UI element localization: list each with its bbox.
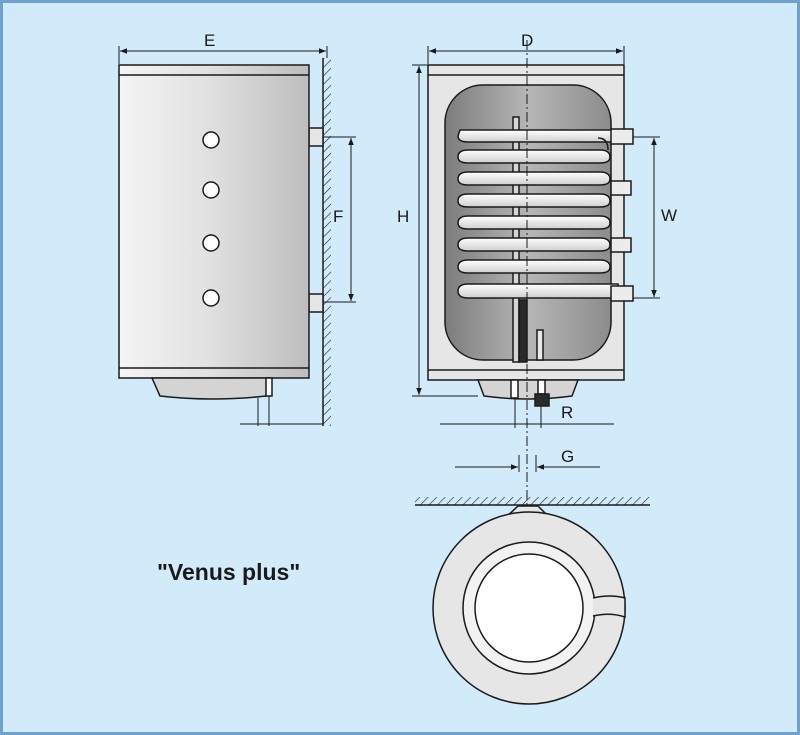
side-pipe — [265, 377, 273, 397]
cold-water-pipe — [510, 379, 519, 399]
side-port-stub-2 — [610, 237, 632, 253]
top-view-inner-core — [474, 553, 584, 663]
label-w: W — [661, 206, 677, 225]
side-port-stub-1 — [610, 180, 632, 196]
label-h: H — [397, 207, 409, 226]
front-section-view — [412, 40, 660, 590]
side-view — [118, 46, 356, 426]
label-d: D — [521, 31, 533, 50]
connection-port-3 — [202, 234, 220, 252]
coil-inlet-stub — [610, 128, 634, 145]
label-f: F — [333, 207, 343, 226]
side-tank-body — [118, 64, 310, 379]
heating-element — [518, 299, 528, 363]
label-r: R — [561, 403, 573, 422]
front-bottom-cover — [476, 379, 580, 400]
top-view-wall-hatch — [415, 497, 650, 505]
connection-port-4 — [202, 289, 220, 307]
thermostat-sensor — [536, 329, 544, 361]
heat-exchanger-coil — [457, 129, 619, 299]
wall-hatch — [323, 58, 331, 426]
top-view-pipe-exit — [592, 595, 626, 619]
coil-outlet-stub — [610, 285, 634, 302]
label-e: E — [204, 31, 215, 50]
label-g: G — [561, 447, 574, 466]
top-view — [415, 497, 650, 705]
product-title: "Venus plus" — [157, 559, 300, 585]
drain-valve — [534, 393, 550, 407]
connection-port-1 — [202, 131, 220, 149]
connection-port-2 — [202, 181, 220, 199]
wall-bracket-top — [308, 127, 324, 147]
side-bottom-cover — [150, 377, 271, 400]
wall-bracket-bottom — [308, 293, 324, 313]
hot-water-pipe — [537, 379, 546, 395]
